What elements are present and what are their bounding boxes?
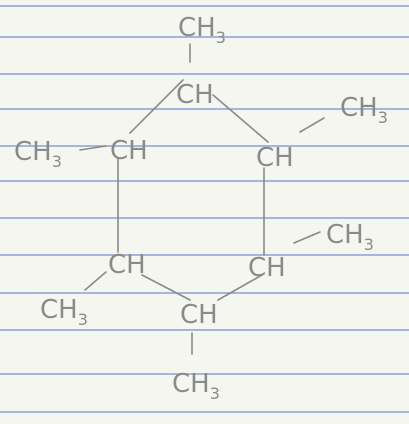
bond-top-right [212,94,269,143]
methyl-left-bottom: CH3 [40,295,88,329]
substituent-bonds [79,43,325,355]
ring-atom-bottom: CH [180,300,218,330]
ring-atom-lower-right: CH [248,253,286,283]
ring-atom-top: CH [176,80,214,110]
notebook-rule-lines [0,5,409,413]
ring-atom-left: CH [110,136,148,166]
methyl-bottom: CH3 [172,369,220,403]
methyl-left: CH3 [14,137,62,171]
methyl-right-middle: CH3 [326,220,374,254]
ring-bonds [117,79,269,301]
bond-sub-left-bottom [84,271,107,291]
ring-atom-lower-left: CH [108,250,146,280]
methyl-top: CH3 [178,13,226,47]
bond-bottom-left [141,274,191,301]
bond-top-left [129,79,184,134]
bond-sub-left [79,145,107,151]
bond-sub-right-top [299,117,325,133]
methyl-right-top: CH3 [340,93,388,127]
methyl-groups: CH3 CH3 CH3 CH3 CH3 CH3 [14,13,388,403]
ring-atom-right: CH [256,143,294,173]
bond-sub-right-middle [293,231,321,244]
ring-atoms: CH CH CH CH CH CH [108,80,294,330]
bond-bottom-right [217,274,263,301]
